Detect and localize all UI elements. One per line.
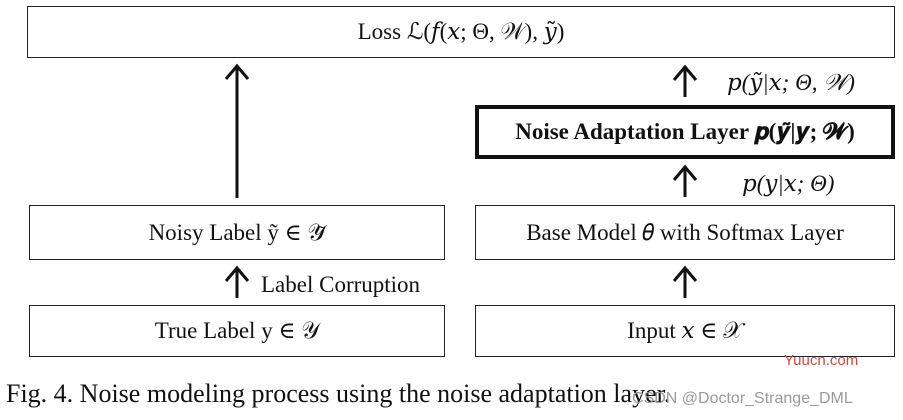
true-label-box: True Label y ∈ 𝒴 [29, 305, 445, 357]
figure-caption: Fig. 4. Noise modeling process using the… [6, 379, 671, 408]
loss-box: Loss ℒ(𝑓(𝑥; Θ, 𝒲), 𝑦̃) [27, 6, 895, 58]
edge-label-label-corruption: Label Corruption [261, 272, 421, 297]
noise-adaptation-layer-box: Noise Adaptation Layer 𝒑(𝒚̃|𝒚; 𝓦) [475, 105, 895, 159]
noise-adaptation-layer-label: Noise Adaptation Layer 𝒑(𝒚̃|𝒚; 𝓦) [515, 119, 855, 144]
loss-box-label: Loss ℒ(𝑓(𝑥; Θ, 𝒲), 𝑦̃) [357, 19, 565, 44]
input-label: Input 𝑥 ∈ 𝒳 [627, 318, 743, 343]
edge-label-top-right: 𝑝(𝑦̃|𝑥; Θ, 𝒲) [727, 70, 855, 95]
true-label-label: True Label y ∈ 𝒴 [154, 318, 320, 343]
arrow-noise-layer-to-loss [672, 64, 698, 97]
edge-label-mid-right: 𝑝(𝑦|𝑥; Θ) [742, 171, 835, 196]
base-model-label: Base Model 𝜃 with Softmax Layer [526, 219, 844, 245]
arrow-input-to-base-model [672, 265, 698, 298]
noisy-label-label: Noisy Label ỹ ∈ 𝒴̃ [148, 219, 326, 245]
arrow-base-model-to-noise-layer [672, 164, 698, 197]
noisy-label-box: Noisy Label ỹ ∈ 𝒴̃ [29, 205, 445, 260]
site-watermark: Yuucn.com [784, 352, 859, 369]
author-watermark: CSDN @Doctor_Strange_DML [632, 390, 853, 407]
base-model-box: Base Model 𝜃 with Softmax Layer [475, 205, 895, 260]
arrow-label-corruption [224, 265, 250, 298]
arrow-noisy-to-loss [224, 63, 250, 198]
input-box: Input 𝑥 ∈ 𝒳 [475, 305, 895, 357]
